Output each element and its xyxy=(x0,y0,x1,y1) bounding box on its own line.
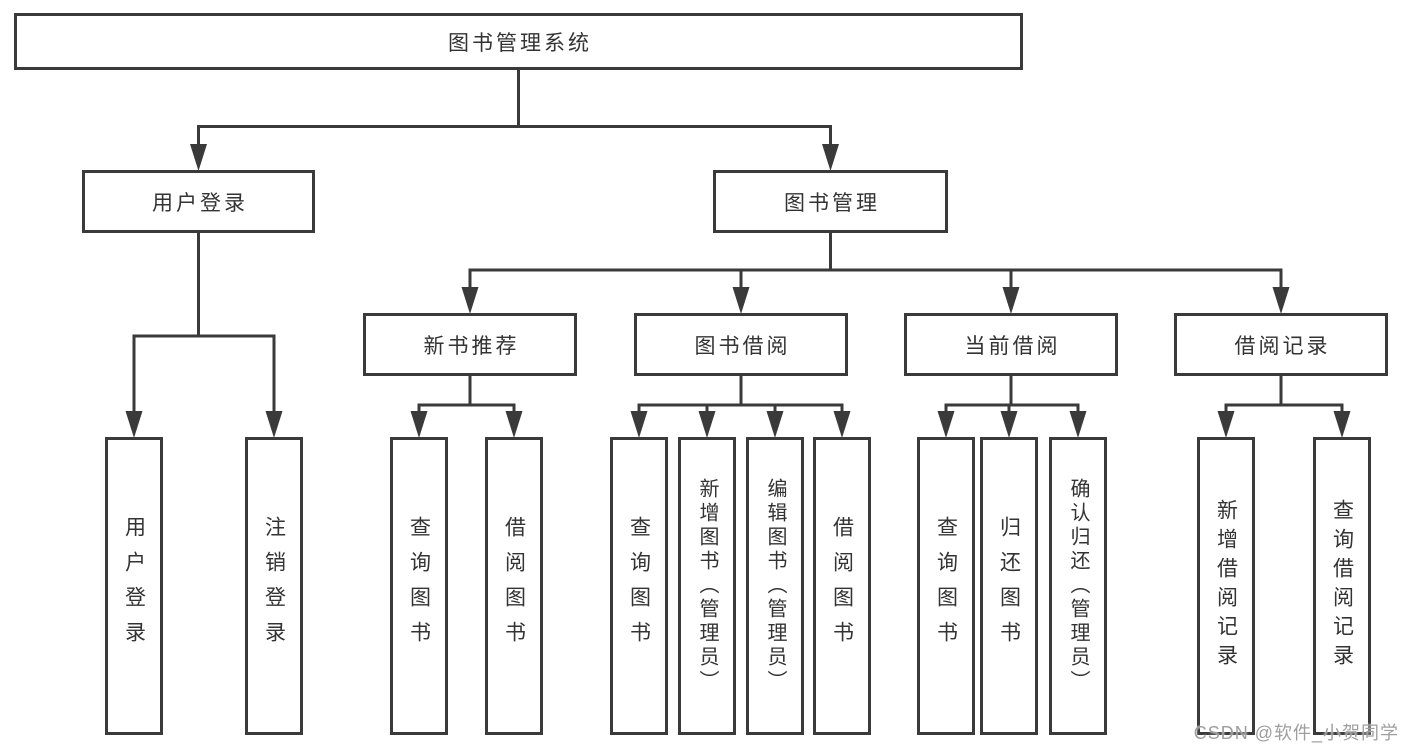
node-leaf-confirm-return-admin: 确认归还（管理员） xyxy=(1049,437,1107,735)
node-leaf-borrow-book-recommend: 借阅图书 xyxy=(485,437,543,735)
node-label: 注销登录 xyxy=(262,516,286,656)
arrow-icon xyxy=(1272,287,1290,314)
node-borrowing-records: 借阅记录 xyxy=(1174,313,1388,376)
node-book-management: 图书管理 xyxy=(713,170,948,233)
arrow-icon xyxy=(732,287,750,314)
arrow-icon xyxy=(1217,411,1235,438)
node-leaf-borrow-book: 借阅图书 xyxy=(813,437,871,735)
node-label: 查询图书 xyxy=(407,516,431,656)
connector-borrowing-records-to-leaves xyxy=(1224,376,1344,418)
node-leaf-return-book: 归还图书 xyxy=(980,437,1038,735)
node-label: 用户登录 xyxy=(122,516,146,656)
arrow-icon xyxy=(505,411,523,438)
node-label: 图书借阅 xyxy=(694,334,791,358)
node-label: 借阅记录 xyxy=(1234,334,1331,358)
arrow-icon xyxy=(1002,287,1020,314)
node-new-book-recommendation: 新书推荐 xyxy=(363,313,577,376)
arrow-icon xyxy=(1333,411,1351,438)
node-leaf-user-login: 用户登录 xyxy=(105,437,163,735)
connector-book-borrowing-to-leaves xyxy=(637,376,844,418)
node-user-login: 用户登录 xyxy=(82,170,315,233)
node-label: 图书管理系统 xyxy=(448,31,592,55)
node-leaf-add-borrow-record: 新增借阅记录 xyxy=(1197,437,1255,735)
node-label: 查询借阅记录 xyxy=(1330,499,1354,673)
arrow-icon xyxy=(461,287,479,314)
node-leaf-query-book-borrowing: 查询图书 xyxy=(610,437,668,735)
arrow-icon xyxy=(410,411,428,438)
node-label: 新书推荐 xyxy=(423,334,520,358)
arrow-icon xyxy=(1069,411,1087,438)
node-leaf-query-book-current: 查询图书 xyxy=(917,437,975,735)
arrow-icon xyxy=(1000,411,1018,438)
node-label: 借阅图书 xyxy=(502,516,526,656)
node-label: 归还图书 xyxy=(997,516,1021,656)
arrow-icon xyxy=(190,144,207,171)
node-label: 新增借阅记录 xyxy=(1214,499,1238,673)
node-leaf-query-book-recommend: 查询图书 xyxy=(390,437,448,735)
arrow-icon xyxy=(265,411,283,438)
node-label: 新增图书（管理员） xyxy=(696,478,718,694)
arrow-icon xyxy=(833,411,851,438)
node-label: 图书管理 xyxy=(784,191,880,215)
connector-new-book-to-leaves xyxy=(417,376,516,418)
arrow-icon xyxy=(698,411,716,438)
node-label: 查询图书 xyxy=(934,516,958,656)
node-book-borrowing: 图书借阅 xyxy=(634,313,848,376)
arrow-icon xyxy=(125,411,143,438)
node-label: 借阅图书 xyxy=(830,516,854,656)
node-library-management-system: 图书管理系统 xyxy=(14,13,1023,70)
node-leaf-query-borrow-record: 查询借阅记录 xyxy=(1313,437,1371,735)
connector-root-to-level2 xyxy=(197,70,832,150)
node-label: 当前借阅 xyxy=(964,334,1061,358)
node-label: 编辑图书（管理员） xyxy=(764,478,786,694)
node-leaf-add-book-admin: 新增图书（管理员） xyxy=(678,437,736,735)
arrow-icon xyxy=(937,411,955,438)
arrow-icon xyxy=(766,411,784,438)
arrow-icon xyxy=(822,144,839,171)
node-label: 确认归还（管理员） xyxy=(1067,478,1089,694)
arrow-icon xyxy=(630,411,648,438)
csdn-watermark: CSDN @软件_小贺同学 xyxy=(1193,723,1399,743)
node-leaf-edit-book-admin: 编辑图书（管理员） xyxy=(746,437,804,735)
connector-book-management-to-level3 xyxy=(468,233,1283,293)
node-current-borrowing: 当前借阅 xyxy=(904,313,1118,376)
node-leaf-logout: 注销登录 xyxy=(245,437,303,735)
node-label: 用户登录 xyxy=(152,191,248,215)
node-label: 查询图书 xyxy=(627,516,651,656)
connector-user-login-to-leaves xyxy=(132,233,276,418)
